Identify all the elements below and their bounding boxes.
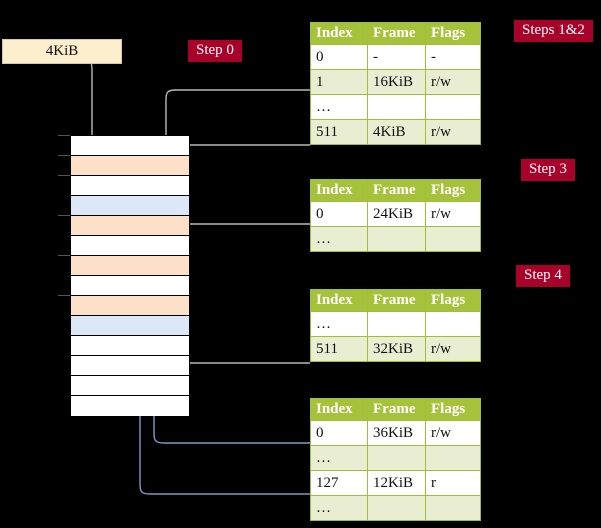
col-header-frame: Frame [367, 22, 426, 45]
cell-index: 0 [310, 420, 368, 446]
cell-frame [367, 94, 426, 120]
badge-step-3: Step 3 [521, 159, 575, 181]
tick-0 [58, 135, 70, 136]
cell-flags [425, 94, 481, 120]
table-row[interactable]: 0-- [310, 44, 481, 70]
page-size-box: 4KiB [2, 39, 122, 64]
tick-1 [58, 155, 70, 156]
cell-frame: 12KiB [367, 470, 426, 496]
col-header-frame: Frame [367, 179, 426, 202]
cell-flags: r/w [425, 420, 481, 446]
col-header-index: Index [310, 22, 368, 45]
memory-frame-3 [71, 196, 189, 216]
wire-l1-row0-to-stack [171, 223, 310, 278]
cell-flags: r/w [425, 119, 481, 145]
table-row[interactable]: … [310, 311, 481, 337]
col-header-index: Index [310, 179, 368, 202]
memory-frame-13 [71, 396, 189, 416]
badge-step-0: Step 0 [188, 40, 242, 62]
cell-index: 511 [310, 119, 368, 145]
cell-index: … [310, 311, 368, 337]
badge-steps-1-2: Steps 1&2 [514, 20, 593, 42]
cell-index: … [310, 495, 368, 521]
cell-frame: - [367, 44, 426, 70]
cell-flags: r [425, 470, 481, 496]
col-header-index: Index [310, 289, 368, 312]
cell-flags: r/w [425, 201, 481, 227]
cell-frame [367, 226, 426, 252]
col-header-flags: Flags [425, 398, 481, 421]
cell-frame: 24KiB [367, 201, 426, 227]
memory-frame-11 [71, 356, 189, 376]
memory-frame-0 [71, 136, 189, 156]
cell-frame: 4KiB [367, 119, 426, 145]
memory-frame-5 [71, 236, 189, 256]
memory-frame-9 [71, 316, 189, 336]
memory-frame-8 [71, 296, 189, 316]
cell-index: 127 [310, 470, 368, 496]
memory-frame-2 [71, 176, 189, 196]
tick-4 [58, 215, 70, 216]
cell-index: 511 [310, 336, 368, 362]
memory-frame-7 [71, 276, 189, 296]
col-header-frame: Frame [367, 289, 426, 312]
cell-flags [425, 226, 481, 252]
col-header-flags: Flags [425, 179, 481, 202]
cell-index: 0 [310, 201, 368, 227]
memory-frame-10 [71, 336, 189, 356]
cell-flags: r/w [425, 336, 481, 362]
col-header-flags: Flags [425, 22, 481, 45]
wire-l2-row511-to-stack [165, 312, 310, 364]
cell-flags [425, 311, 481, 337]
tick-2 [58, 175, 70, 176]
cell-flags [425, 445, 481, 471]
memory-frame-4 [71, 216, 189, 236]
table-row[interactable]: … [310, 445, 481, 471]
memory-frame-12 [71, 376, 189, 396]
cell-flags [425, 495, 481, 521]
cell-frame: 36KiB [367, 420, 426, 446]
physical-memory-stack [70, 135, 190, 416]
cell-index: 1 [310, 69, 368, 95]
cell-frame: 32KiB [367, 336, 426, 362]
table-row[interactable]: … [310, 94, 481, 120]
cell-frame [367, 445, 426, 471]
cell-frame [367, 495, 426, 521]
col-header-frame: Frame [367, 398, 426, 421]
table-row[interactable]: … [310, 495, 481, 521]
cell-index: … [310, 94, 368, 120]
tick-8 [58, 295, 70, 296]
cell-index: 0 [310, 44, 368, 70]
cell-frame: 16KiB [367, 69, 426, 95]
tick-6 [58, 255, 70, 256]
cell-flags: r/w [425, 69, 481, 95]
cell-index: … [310, 226, 368, 252]
col-header-flags: Flags [425, 289, 481, 312]
cell-index: … [310, 445, 368, 471]
memory-frame-1 [71, 156, 189, 176]
badge-step-4: Step 4 [516, 265, 570, 287]
col-header-index: Index [310, 398, 368, 421]
cell-flags: - [425, 44, 481, 70]
memory-frame-6 [71, 256, 189, 276]
cell-frame [367, 311, 426, 337]
page-size-label: 4KiB [45, 43, 79, 59]
table-row[interactable]: … [310, 226, 481, 252]
